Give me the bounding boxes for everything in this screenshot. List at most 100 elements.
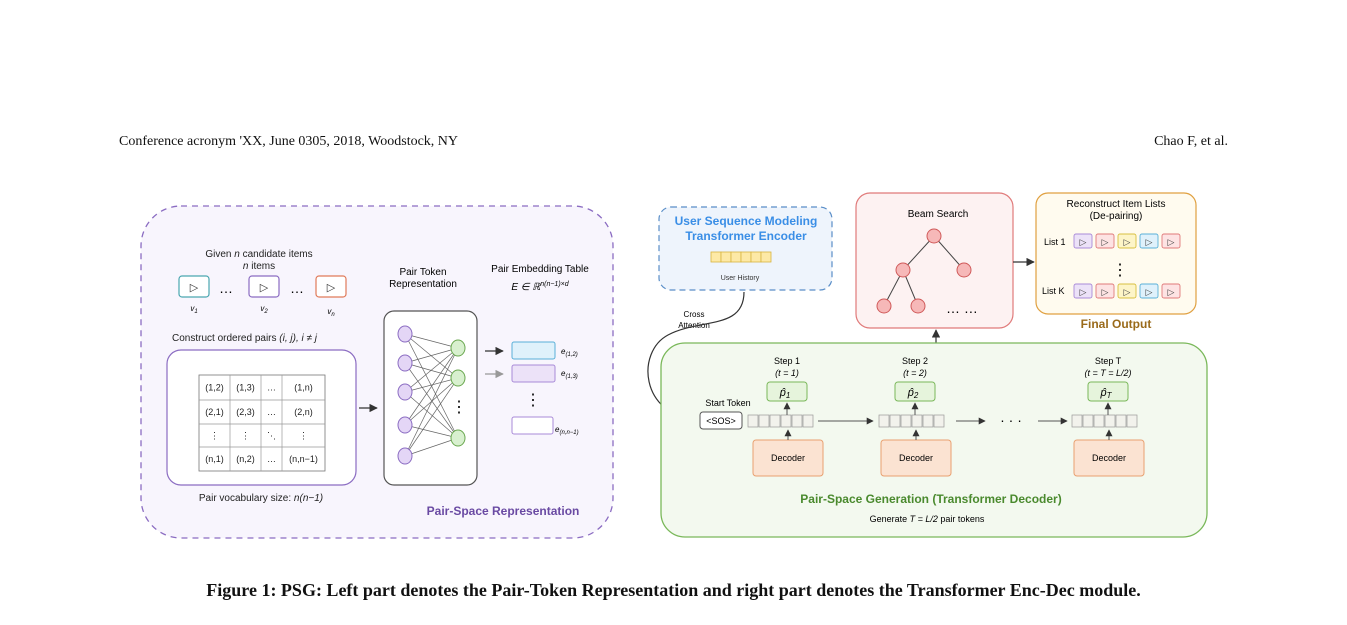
- output-item-cell: [1117, 283, 1137, 299]
- network-input-node: [397, 416, 413, 434]
- pair-matrix-cell: (n,n−1): [289, 454, 318, 464]
- output-list-1-label: List 1: [1044, 237, 1066, 247]
- candidate-item-1-label: v1: [190, 304, 197, 315]
- decoder-token-slot: [1115, 414, 1127, 428]
- output-item-cell: [1073, 233, 1093, 249]
- play-icon: ▷: [1102, 237, 1109, 247]
- pair-matrix-cell: (2,n): [294, 407, 313, 417]
- play-icon: ▷: [260, 282, 269, 294]
- output-vdots: ⋮: [1112, 262, 1128, 279]
- beam-node: [910, 298, 926, 314]
- decoder-token-slot: [1071, 414, 1083, 428]
- pair-matrix-cell: (n,1): [205, 454, 224, 464]
- predicted-token: [1087, 381, 1129, 402]
- play-icon: ▷: [1102, 287, 1109, 297]
- beam-ellipsis: … …: [946, 300, 978, 316]
- encoder-title-1: User Sequence Modeling: [675, 214, 818, 228]
- output-item-cell: [1139, 233, 1159, 249]
- running-header-left: Conference acronym 'XX, June 0305, 2018,…: [119, 134, 459, 149]
- output-item-cell: [1095, 233, 1115, 249]
- network-vdots: ⋮: [451, 399, 467, 416]
- decoder-panel-subtitle: Generate T = L/2 pair tokens: [870, 514, 985, 524]
- pair-matrix-cell: (1,3): [236, 383, 255, 393]
- start-token-label: Start Token: [705, 398, 750, 408]
- beam-search-box: [855, 192, 1014, 329]
- history-token: [720, 251, 732, 263]
- network-output-node: [450, 369, 466, 387]
- play-icon: ▷: [1080, 287, 1087, 297]
- output-item-cell: [1161, 233, 1181, 249]
- decoder-ellipsis: · · ·: [1000, 412, 1022, 428]
- candidate-item-2-label: v2: [260, 304, 268, 315]
- predicted-token: [766, 381, 808, 402]
- play-icon: ▷: [327, 282, 336, 294]
- cross-attention-label-1: Cross: [684, 310, 705, 319]
- decoder-token-slot: [769, 414, 781, 428]
- decoder-label: Decoder: [771, 453, 805, 463]
- output-list-k: ▷▷▷▷▷: [1073, 283, 1181, 299]
- pair-matrix-cell: (2,3): [236, 407, 255, 417]
- decoder-token-slot: [1104, 414, 1116, 428]
- pair-matrix-cell: …: [267, 454, 276, 464]
- play-icon: ▷: [190, 282, 199, 294]
- output-list-1: ▷▷▷▷▷: [1073, 233, 1181, 249]
- candidate-item-1: ▷: [178, 275, 210, 298]
- pair-matrix-cell: (1,n): [294, 383, 313, 393]
- decoder-token-slot: [747, 414, 759, 428]
- pair-matrix-cell: ⋮: [299, 431, 308, 441]
- embedding-e12: [511, 341, 556, 360]
- history-token: [750, 251, 762, 263]
- output-item-cell: [1139, 283, 1159, 299]
- embedding-enn1-label: e(n,n−1): [555, 425, 579, 436]
- embedding-enn1: [511, 416, 554, 435]
- history-token: [740, 251, 752, 263]
- pair-matrix-cell: ⋮: [241, 431, 250, 441]
- sos-token: [699, 411, 743, 430]
- user-history-label: User History: [721, 275, 760, 282]
- decoder-token-slot: [933, 414, 945, 428]
- network-nodes: [397, 325, 466, 465]
- output-list-k-label: List K: [1042, 286, 1065, 296]
- output-title-2: (De-pairing): [1090, 211, 1143, 222]
- decoder-token-slot: [922, 414, 934, 428]
- running-header-right: Chao F, et al.: [1154, 134, 1228, 149]
- play-icon: ▷: [1146, 237, 1153, 247]
- decoder-label: Decoder: [899, 453, 933, 463]
- network-input-node: [397, 325, 413, 343]
- output-item-cell: [1161, 283, 1181, 299]
- decoder-label: Decoder: [1092, 453, 1126, 463]
- pair-space-title: Pair-Space Representation: [427, 504, 580, 518]
- figure-psg: Given n candidate items n items ▷ v1 … ▷…: [140, 192, 1208, 539]
- decoder-panel-title: Pair-Space Generation (Transformer Decod…: [800, 492, 1061, 506]
- pair-token-title-2: Representation: [389, 279, 457, 290]
- candidate-item-2: ▷: [248, 275, 280, 298]
- step-label: Step 1: [774, 356, 800, 366]
- play-icon: ▷: [1124, 287, 1131, 297]
- beam-node: [876, 298, 892, 314]
- output-title-1: Reconstruct Item Lists: [1067, 199, 1166, 210]
- encoder-title-2: Transformer Encoder: [685, 229, 807, 243]
- candidate-ellipsis-2: …: [290, 280, 304, 296]
- cross-attention-label-2: Attention: [678, 321, 710, 330]
- step-time-label: (t = 1): [775, 368, 799, 378]
- final-output-label: Final Output: [1081, 317, 1152, 331]
- pair-matrix-cell: ⋱: [267, 431, 276, 441]
- decoder-token-slot: [791, 414, 803, 428]
- history-token: [730, 251, 742, 263]
- sos-token-label: <SOS>: [706, 416, 736, 426]
- candidate-item-n-label: vn: [327, 307, 335, 318]
- output-item-cell: [1095, 283, 1115, 299]
- decoder-token-slot: [802, 414, 814, 428]
- history-token: [710, 251, 722, 263]
- decoder-token-slot: [758, 414, 770, 428]
- figure-caption: Figure 1: PSG: Left part denotes the Pai…: [206, 580, 1141, 600]
- user-history-tokens: [710, 251, 772, 263]
- pairs-label: Construct ordered pairs (i, j), i ≠ j: [172, 333, 318, 344]
- decoder-token-slot: [878, 414, 890, 428]
- output-item-cell: [1073, 283, 1093, 299]
- embedding-e12-label: e(1,2): [561, 347, 578, 358]
- network-input-node: [397, 354, 413, 372]
- step-time-label: (t = 2): [903, 368, 927, 378]
- pair-matrix-cell: …: [267, 383, 276, 393]
- beam-node: [895, 262, 911, 278]
